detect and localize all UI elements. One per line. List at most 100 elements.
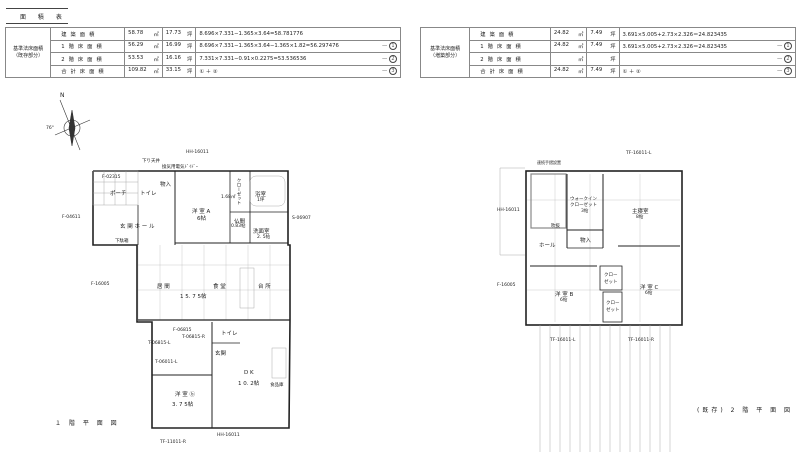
room-kitchen: 台 所 xyxy=(258,284,271,290)
table-row: 2階床面積 ㎡ 坪— 2 xyxy=(421,52,796,66)
room-size: 1坪 xyxy=(257,198,265,203)
m2-value: 109.82 xyxy=(128,67,147,74)
room-size: 1.68㎡ xyxy=(221,195,236,200)
row-mark: — 3 xyxy=(766,64,796,78)
room-storage: 物入 xyxy=(580,238,592,244)
note-label: 下り天井 xyxy=(142,159,160,164)
circled-number: 1 xyxy=(784,42,792,51)
room-entrance: 玄関 xyxy=(215,351,227,357)
area-tsubo: 7.49 坪 xyxy=(586,39,620,53)
room-closet-2: ゼット xyxy=(606,308,620,313)
circled-number: 2 xyxy=(389,54,397,63)
room-size: 1 5. 7 5帖 xyxy=(180,294,207,300)
m2-unit: ㎡ xyxy=(578,56,584,63)
circled-number: 3 xyxy=(389,67,397,76)
tsubo-unit: 坪 xyxy=(187,69,193,76)
room-size: 6帖 xyxy=(645,291,653,296)
m2-unit: ㎡ xyxy=(153,56,159,63)
room-size: 8帖 xyxy=(636,215,644,220)
balcony-lines xyxy=(499,167,671,452)
plan2-walls xyxy=(525,170,683,326)
area-tsubo: 坪 xyxy=(586,52,620,66)
group-label: 基準法床面積 xyxy=(13,45,44,52)
tsubo-unit: 坪 xyxy=(187,44,193,51)
room-wic-2: クローゼット xyxy=(570,203,597,208)
divider xyxy=(6,8,68,9)
room-porch: ポーチ xyxy=(110,191,127,197)
m2-unit: ㎡ xyxy=(578,69,584,76)
room-bath: 浴室 xyxy=(255,192,267,198)
group-sublabel: （増築部分） xyxy=(430,52,461,59)
room-size: 1 0. 2帖 xyxy=(238,381,260,387)
tsubo-unit: 坪 xyxy=(610,31,616,38)
tsubo-value: 16.16 xyxy=(165,54,181,61)
tsubo-value: 16.99 xyxy=(165,42,181,49)
window-mark: HH-16011 xyxy=(186,150,209,155)
area-m2: 56.29 ㎡ xyxy=(124,39,163,53)
room-closet-2: ゼット xyxy=(604,280,618,285)
room-closet: クローゼット xyxy=(236,178,241,205)
window-mark: HH-16011 xyxy=(217,433,240,438)
room-size: 3帖 xyxy=(581,209,589,214)
window-mark: F-16005 xyxy=(497,283,516,288)
tsubo-value: 7.49 xyxy=(590,67,603,74)
room-size: 3. 7 5帖 xyxy=(172,402,194,408)
room-storage: 物入 xyxy=(160,182,172,188)
window-mark: TF-16011-L xyxy=(550,338,576,343)
room-living: 居 間 xyxy=(157,284,170,290)
note-label: 換気用電気ﾄﾞｲﾄﾞｰ xyxy=(162,165,198,170)
m2-value: 56.29 xyxy=(128,42,144,49)
area-m2: 24.82 ㎡ xyxy=(549,39,588,53)
room-size: 2. 5帖 xyxy=(257,235,271,240)
area-tsubo: 7.49 坪 xyxy=(586,64,620,78)
window-mark: F-02315 xyxy=(102,175,121,180)
page-title: 面 積 表 xyxy=(20,14,67,21)
circled-number: 3 xyxy=(784,67,792,76)
group-label: 基準法床面積 xyxy=(430,45,461,52)
plan1-walls xyxy=(92,170,291,429)
room-butsuma: 仏間 xyxy=(234,219,246,225)
room-dk: D K xyxy=(244,370,254,376)
room-closet: クロー xyxy=(606,301,620,306)
window-mark: F-06815 xyxy=(173,328,192,333)
window-mark: T-06815-R xyxy=(182,335,206,340)
m2-unit: ㎡ xyxy=(578,31,584,38)
room-size: 6帖 xyxy=(560,298,568,303)
m2-value: 24.82 xyxy=(553,42,569,49)
room-washroom: 洗面室 xyxy=(253,229,270,235)
north-label: N xyxy=(60,92,65,99)
room-entrance-hall: 玄 関 ホ ー ル xyxy=(120,224,155,230)
room-void: 吹抜 xyxy=(551,224,560,229)
window-mark: TF-16011-L xyxy=(626,151,652,156)
room-size: 6帖 xyxy=(197,216,206,222)
group-header: 基準法床面積（既存部分） xyxy=(4,27,52,78)
compass-angle: 76° xyxy=(46,126,54,131)
plan2-caption: (既存) 2 階 平 面 図 xyxy=(697,407,794,414)
m2-value: 58.78 xyxy=(128,29,144,36)
plan1-caption: １ 階 平 面 図 xyxy=(55,420,120,427)
room-closet: クロー xyxy=(604,273,618,278)
m2-value: 24.82 xyxy=(553,67,569,74)
m2-value: 24.82 xyxy=(553,29,569,36)
row-mark: — 3 xyxy=(374,64,402,78)
m2-unit: ㎡ xyxy=(578,44,584,51)
formula: ① ＋ ② xyxy=(195,64,375,78)
row-label: 合計床面積 xyxy=(50,64,126,78)
room-western-a: 洋 室 A xyxy=(192,209,211,215)
group-sublabel: （既存部分） xyxy=(13,52,44,59)
divider xyxy=(6,23,68,24)
tsubo-value: 17.73 xyxy=(165,29,181,36)
room-toilet: トイレ xyxy=(140,191,157,197)
window-mark: TF-16011-R xyxy=(628,338,655,343)
area-m2: 109.82 ㎡ xyxy=(124,64,163,78)
tsubo-value: 7.49 xyxy=(590,29,603,36)
room-size: 0.83帖 xyxy=(231,224,246,229)
room-western-c: 洋 室 C xyxy=(640,285,659,291)
m2-value: 53.53 xyxy=(128,54,144,61)
room-master-bedroom: 主寝室 xyxy=(632,209,649,215)
